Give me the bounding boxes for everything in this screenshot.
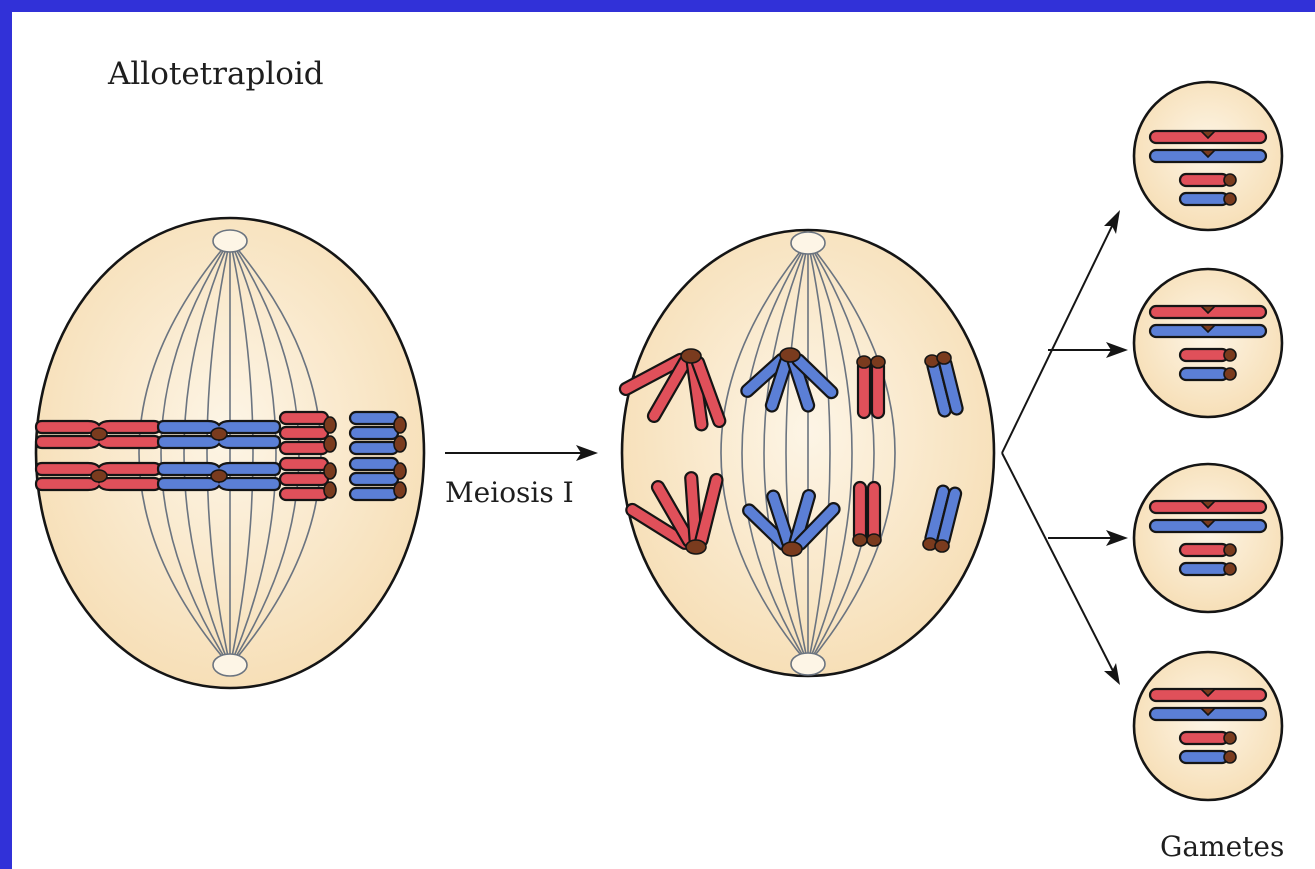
metaphase-pole-bottom [212, 653, 248, 677]
metaphase-pole-top [212, 229, 248, 253]
bivalent-long-red-1 [34, 419, 162, 450]
anaphase-cell [618, 228, 996, 678]
anaphase-red-short-lower [852, 480, 882, 547]
anaphase-blue-long-lower [742, 488, 841, 557]
anaphase-red-long-upper [618, 348, 727, 432]
anaphase-blue-short-upper [924, 351, 964, 418]
anaphase-red-short-upper [856, 355, 886, 420]
arrow-right-icon [1048, 530, 1128, 546]
anaphase-red-long-lower [625, 471, 724, 555]
anaphase-spindle [720, 241, 896, 665]
bivalent-short-red-2 [278, 456, 337, 502]
bivalent-short-blue-1 [348, 410, 407, 456]
arrow-right-icon [445, 445, 598, 461]
anaphase-blue-short-lower [922, 484, 963, 553]
gamete-4 [1132, 650, 1284, 802]
diagram-frame: Allotetraploid Meiosis I Gametes [12, 12, 1315, 869]
gametes-label: Gametes [1160, 830, 1285, 863]
metaphase-spindle [138, 239, 322, 667]
arrow-down-right-icon [1001, 452, 1120, 685]
arrow-right-icon [1048, 342, 1128, 358]
metaphase-cell [34, 216, 426, 690]
gamete-1 [1132, 80, 1284, 232]
gamete-arrows [1001, 210, 1128, 685]
title-label: Allotetraploid [108, 56, 324, 92]
bivalent-long-red-2 [34, 461, 162, 492]
process-label: Meiosis I [445, 476, 574, 509]
bivalent-short-red-1 [278, 410, 337, 456]
anaphase-pole-bottom [790, 652, 826, 676]
bivalent-short-blue-2 [348, 456, 407, 502]
allotetraploid-meiosis-diagram [34, 80, 1284, 802]
gamete-3 [1132, 462, 1284, 614]
bivalent-long-blue-2 [156, 461, 282, 492]
anaphase-pole-top [790, 231, 826, 255]
gamete-2 [1132, 267, 1284, 419]
bivalent-long-blue-1 [156, 419, 282, 450]
arrow-up-right-icon [1001, 210, 1120, 454]
anaphase-blue-long-upper [740, 347, 839, 413]
